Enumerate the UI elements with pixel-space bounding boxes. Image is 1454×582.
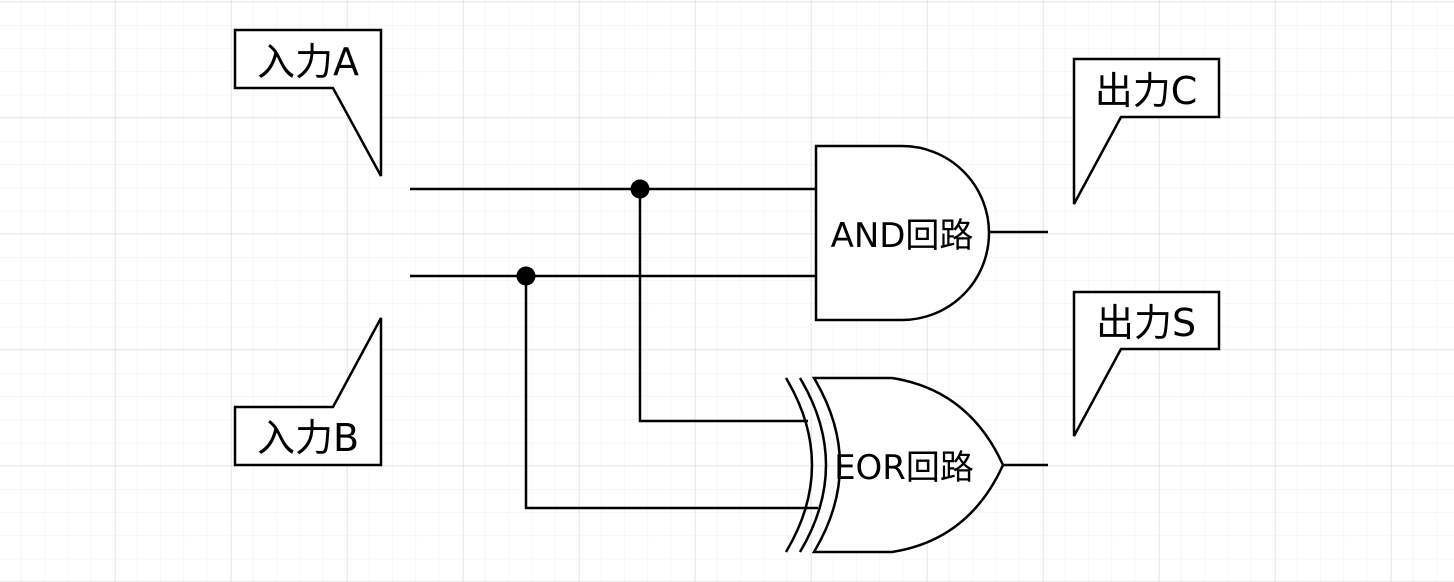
callout-output-c: 出力C (1072, 57, 1221, 205)
output-c-label: 出力C (1095, 69, 1198, 113)
junction-dot-a (630, 179, 650, 199)
wire-b-to-eor (524, 276, 818, 510)
callout-input-a: 入力A (233, 28, 383, 177)
and-gate-label: AND回路 (831, 216, 974, 256)
wire-a-to-eor (638, 189, 808, 423)
and-gate: AND回路 (814, 144, 991, 322)
input-b-label: 入力B (257, 416, 359, 460)
junction-dot-b (516, 266, 536, 286)
callout-input-b: 入力B (233, 317, 383, 467)
eor-extra-arc (798, 377, 828, 553)
eor-gate: EOR回路 (784, 376, 1005, 554)
callout-output-s: 出力S (1072, 290, 1221, 437)
eor-gate-label: EOR回路 (834, 448, 974, 488)
output-s-label: 出力S (1096, 301, 1196, 345)
input-a-label: 入力A (257, 40, 359, 84)
